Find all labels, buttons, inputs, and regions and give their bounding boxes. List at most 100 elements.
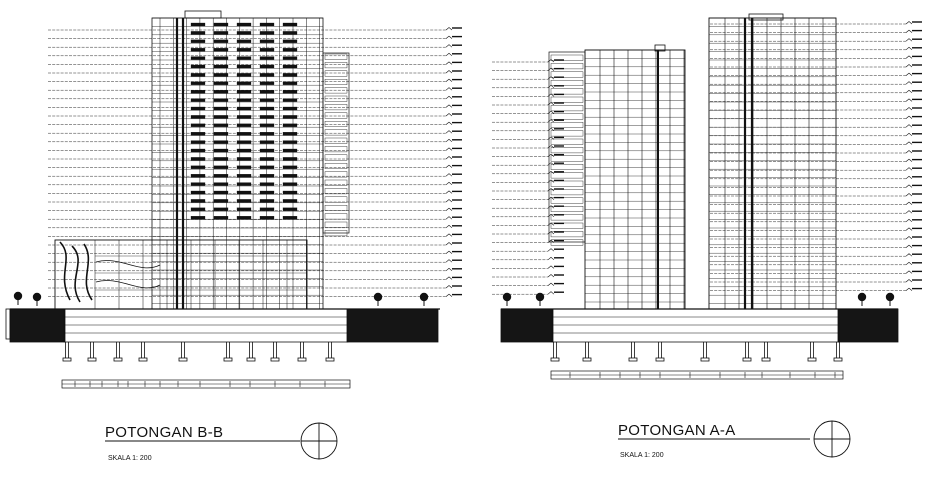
elevation-marker — [905, 89, 913, 94]
elevation-marker — [445, 95, 453, 100]
unit-label — [190, 48, 206, 52]
balcony-rail — [324, 129, 348, 136]
balcony-stack — [322, 52, 350, 234]
unit-label — [190, 90, 206, 94]
balcony-rail — [324, 112, 348, 119]
unit-label — [259, 157, 275, 161]
balcony-rail — [324, 230, 348, 237]
section-a-a-drawing — [492, 13, 922, 458]
unit-label — [259, 56, 275, 60]
pile-cap — [550, 357, 560, 362]
unit-label — [213, 39, 229, 43]
unit-label — [236, 140, 252, 144]
elevation-marker — [445, 87, 453, 91]
balcony-rail — [324, 179, 348, 186]
unit-label — [236, 132, 252, 136]
elevation-marker — [445, 52, 453, 57]
elevation-marker — [905, 38, 913, 42]
unit-label — [236, 56, 252, 60]
elevation-marker — [445, 190, 453, 194]
unit-label — [259, 132, 275, 136]
unit-label — [259, 148, 275, 153]
west-balcony-stack — [548, 51, 586, 243]
unit-label — [213, 216, 229, 220]
pile-cap — [325, 357, 335, 362]
elevation-marker — [445, 138, 453, 143]
unit-label — [236, 64, 252, 69]
unit-label — [213, 140, 229, 144]
unit-label — [236, 90, 252, 94]
unit-label — [282, 140, 298, 144]
balcony-rail — [550, 79, 584, 86]
balcony-rail — [550, 121, 584, 128]
unit-label — [236, 182, 252, 186]
unit-label — [259, 106, 275, 111]
elevation-marker — [445, 156, 453, 160]
elevation-marker — [905, 107, 913, 111]
pile-cap — [62, 357, 72, 362]
unit-label — [282, 48, 298, 52]
elevation-marker — [445, 35, 453, 39]
elevation-marker — [445, 276, 453, 280]
unit-label — [213, 90, 229, 94]
elevation-marker — [445, 267, 453, 272]
elevation-marker — [445, 173, 453, 177]
unit-label — [236, 174, 252, 178]
unit-label — [236, 207, 252, 211]
balcony-rail — [550, 63, 584, 70]
unit-label — [259, 123, 275, 127]
balcony-rail — [550, 138, 584, 145]
tree-canopy — [857, 292, 867, 302]
balcony-rail — [550, 222, 584, 229]
unit-label — [282, 190, 298, 195]
unit-label — [190, 22, 206, 27]
elevation-marker — [905, 21, 913, 25]
elevation-marker — [445, 181, 453, 186]
unit-label — [190, 115, 206, 119]
pile-cap — [270, 357, 280, 362]
elevation-marker — [445, 233, 453, 237]
unit-label — [236, 148, 252, 153]
elevation-marker — [905, 218, 913, 223]
elevation-marker — [445, 199, 453, 203]
unit-label — [213, 22, 229, 27]
unit-label — [236, 31, 252, 35]
ground-mass-right — [346, 308, 439, 343]
basement-outline — [63, 308, 349, 343]
balcony-rail — [324, 188, 348, 195]
elevation-marker — [547, 256, 555, 261]
elevation-marker — [905, 150, 913, 154]
elevation-marker — [905, 46, 913, 51]
pile-cap — [655, 357, 665, 362]
unit-label — [190, 182, 206, 186]
balcony-rail — [324, 154, 348, 161]
elevation-marker — [445, 259, 453, 263]
podium-facade-curves — [59, 241, 93, 303]
unit-label — [190, 148, 206, 153]
unit-label — [236, 39, 252, 43]
unit-label — [190, 31, 206, 35]
balcony-rail — [324, 104, 348, 111]
unit-label — [213, 132, 229, 136]
elevation-marker — [445, 216, 453, 220]
unit-label — [190, 157, 206, 161]
unit-label — [236, 115, 252, 119]
balcony-rail — [550, 214, 584, 221]
unit-label — [213, 190, 229, 195]
unit-label — [259, 31, 275, 35]
elevation-marker — [905, 253, 913, 257]
balcony-rail — [550, 180, 584, 187]
unit-label — [236, 199, 252, 203]
balcony-rail — [550, 231, 584, 238]
pile-cap — [700, 357, 710, 362]
unit-label — [190, 123, 206, 127]
balcony-rail — [550, 147, 584, 154]
unit-label — [259, 190, 275, 195]
unit-label — [259, 165, 275, 169]
pile-cap — [833, 357, 843, 362]
unit-label — [213, 48, 229, 52]
elevation-marker — [445, 250, 453, 254]
balcony-rail — [324, 146, 348, 153]
unit-label — [259, 81, 275, 85]
balcony-rail — [324, 204, 348, 211]
